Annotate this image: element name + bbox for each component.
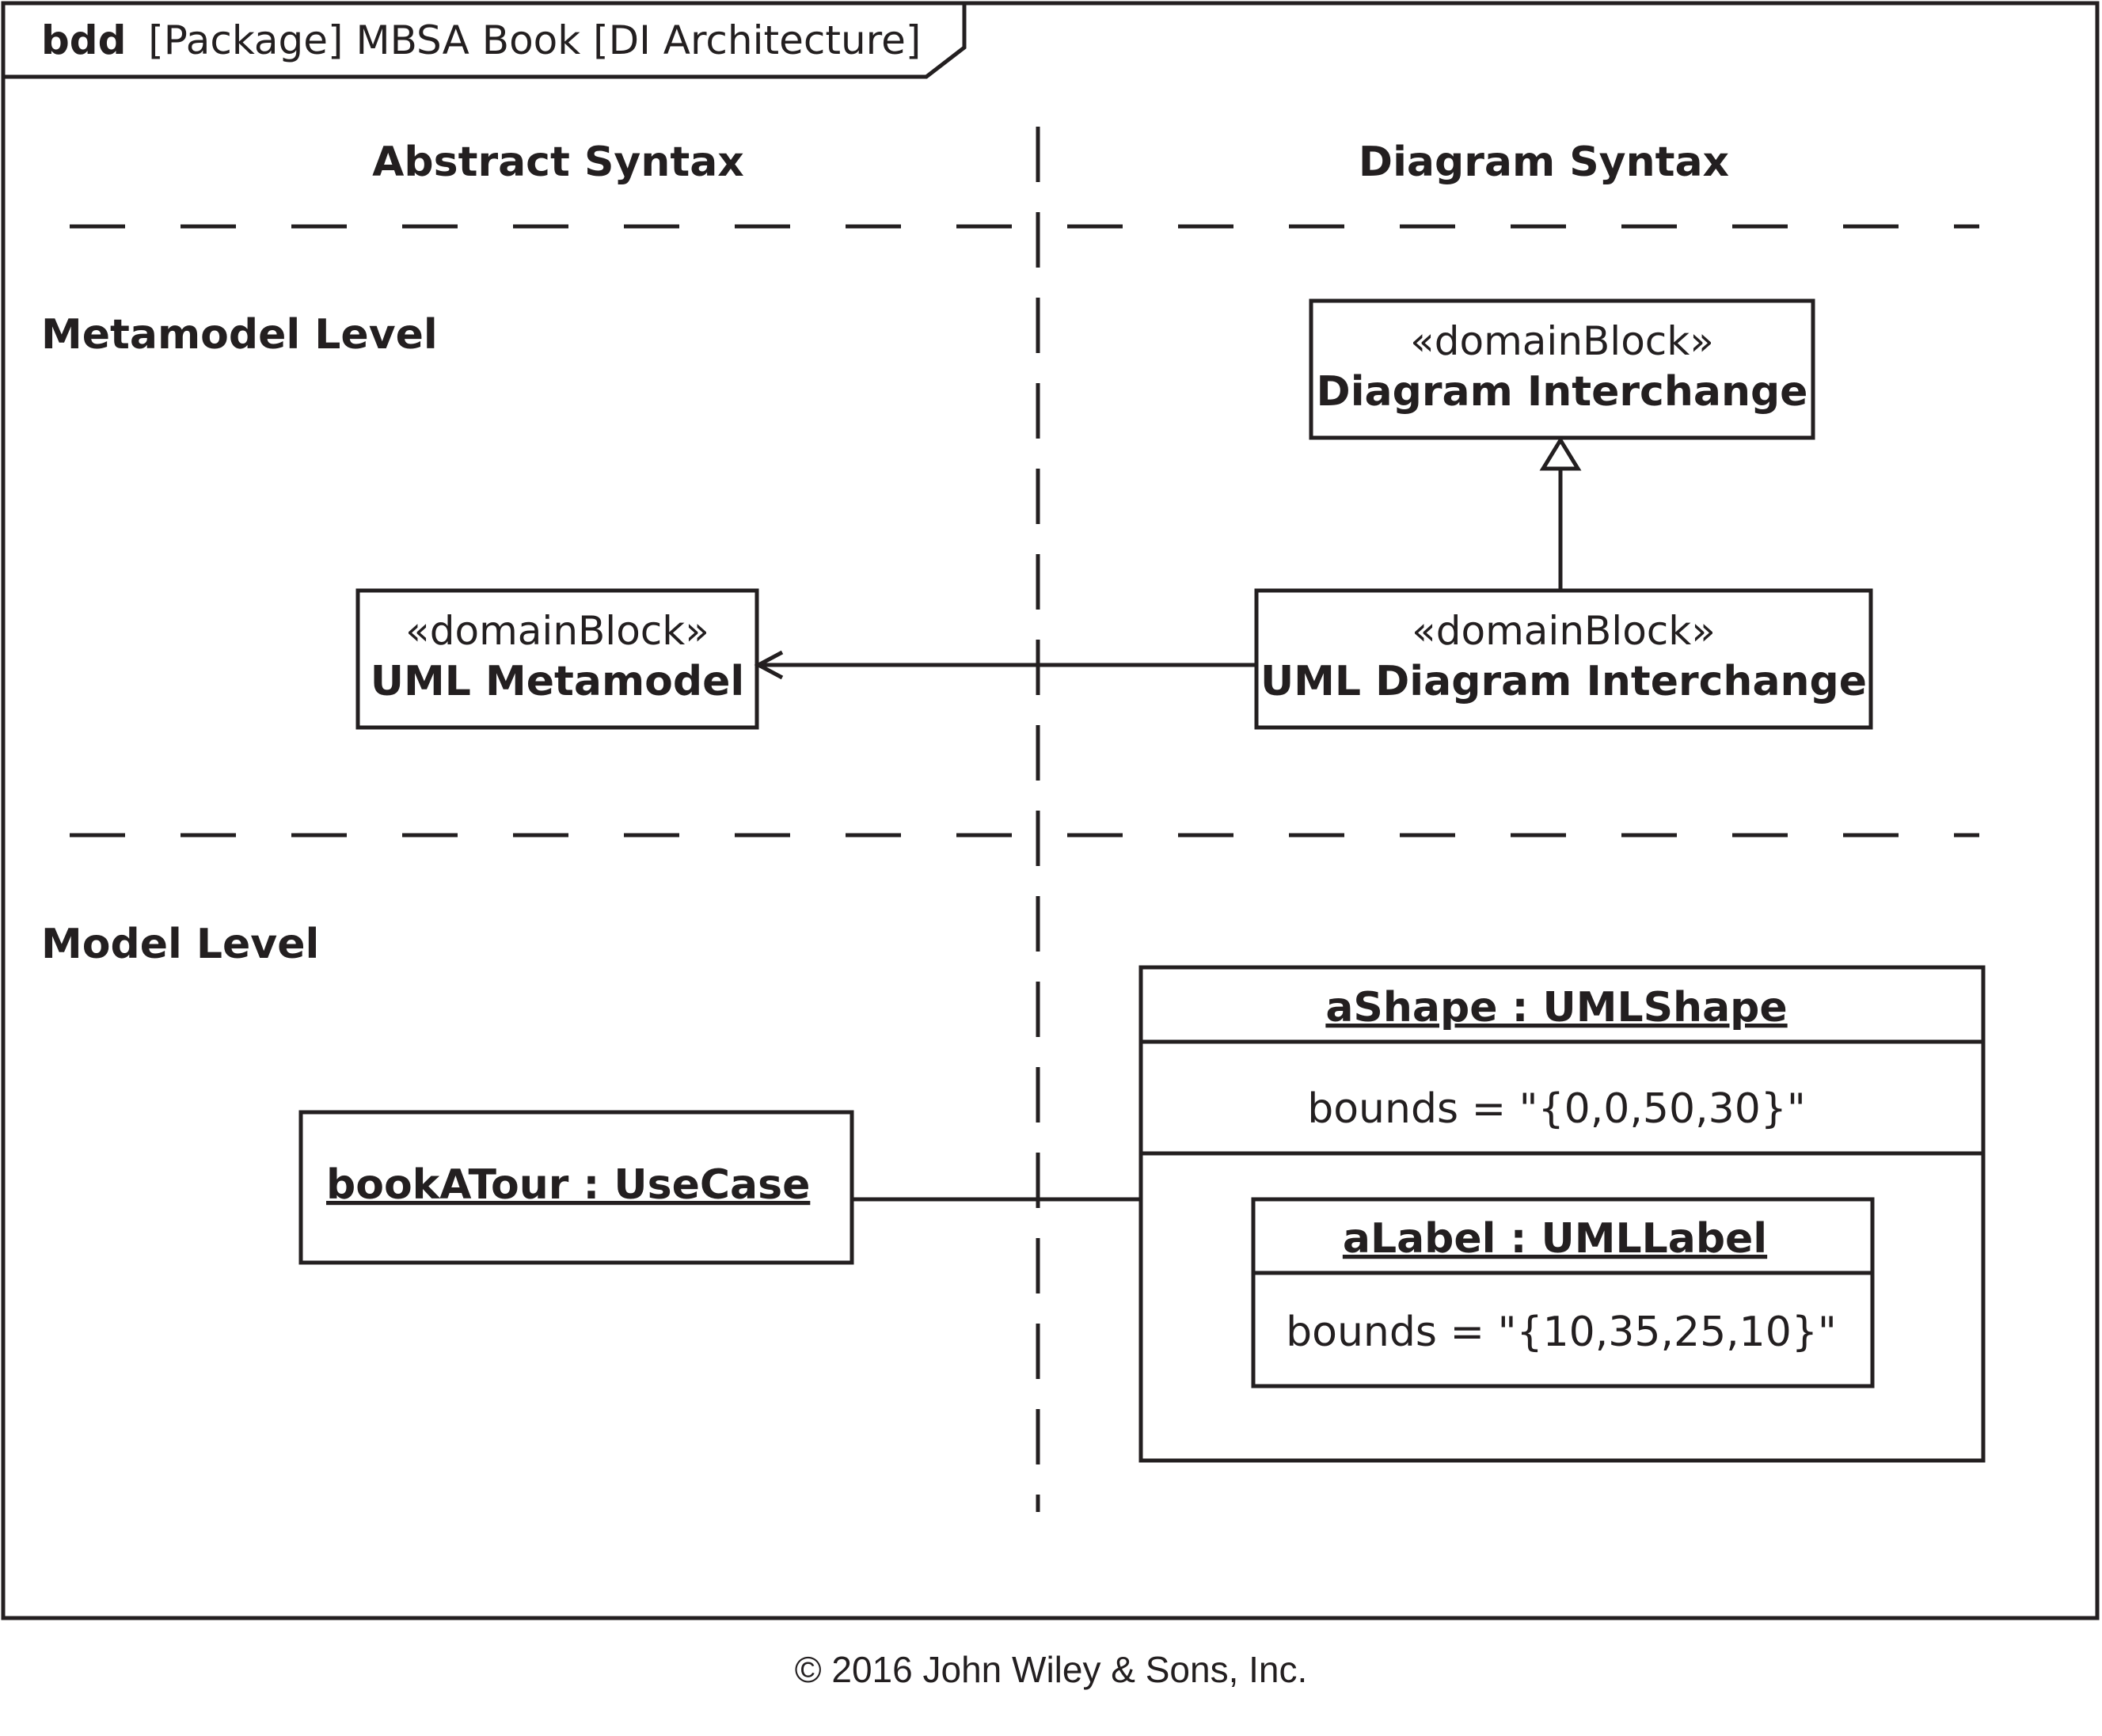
instance-a-shape-name: aShape : UMLShape (1325, 984, 1787, 1031)
generalization-arrow (1539, 436, 1582, 590)
block-uml-metamodel-name: UML Metamodel (371, 658, 744, 705)
frame-title: [Package] MBSA Book [DI Architecture] (148, 17, 921, 63)
dependency-arrow (754, 650, 1256, 680)
copyright-notice: © 2016 John Wiley & Sons, Inc. (794, 1649, 1308, 1690)
instance-book-a-tour-box (298, 1110, 854, 1265)
block-diagram-interchange-name: Diagram Interchange (1317, 368, 1808, 416)
frame-header: bdd [Package] MBSA Book [DI Architecture… (41, 17, 921, 63)
frame-kind: bdd (41, 17, 126, 63)
block-diagram-interchange-box (1309, 298, 1815, 440)
instance-a-label-name: aLabel : UMLLabel (1343, 1215, 1767, 1263)
generalization-arrowhead (1539, 436, 1582, 471)
instance-a-label-box (1251, 1197, 1875, 1388)
block-uml-metamodel-box (355, 588, 759, 730)
column-heading-diagram-syntax: Diagram Syntax (1359, 139, 1729, 186)
row-label-model-level: Model Level (41, 921, 319, 968)
instance-a-shape-property: bounds = "{0,0,50,30}" (1307, 1085, 1806, 1133)
instance-a-label-property: bounds = "{10,35,25,10}" (1286, 1309, 1837, 1356)
block-uml-diagram-interchange-stereotype: «domainBlock» (1412, 608, 1716, 654)
block-uml-diagram-interchange-name: UML Diagram Interchange (1260, 658, 1867, 705)
diagram-frame (1, 1, 2100, 1620)
instance-book-a-tour-name: bookATour : UseCase (326, 1161, 810, 1209)
instance-book-a-tour[interactable]: bookATour : UseCase (298, 1110, 854, 1265)
block-uml-metamodel-stereotype: «domainBlock» (405, 608, 709, 654)
block-uml-diagram-interchange-box (1254, 588, 1873, 730)
block-uml-metamodel[interactable]: «domainBlock» UML Metamodel (355, 588, 759, 730)
dependency-arrowhead (754, 650, 784, 680)
instance-a-shape[interactable]: aShape : UMLShape bounds = "{0,0,50,30}"… (1138, 965, 1986, 1463)
block-diagram-interchange[interactable]: «domainBlock» Diagram Interchange (1309, 298, 1815, 440)
block-diagram-interchange-stereotype: «domainBlock» (1410, 318, 1714, 364)
column-heading-abstract-syntax: Abstract Syntax (372, 139, 744, 186)
instance-a-label[interactable]: aLabel : UMLLabel bounds = "{10,35,25,10… (1251, 1197, 1875, 1388)
frame-header-tab (3, 3, 967, 79)
block-uml-diagram-interchange[interactable]: «domainBlock» UML Diagram Interchange (1254, 588, 1873, 730)
row-label-metamodel-level: Metamodel Level (41, 311, 438, 359)
